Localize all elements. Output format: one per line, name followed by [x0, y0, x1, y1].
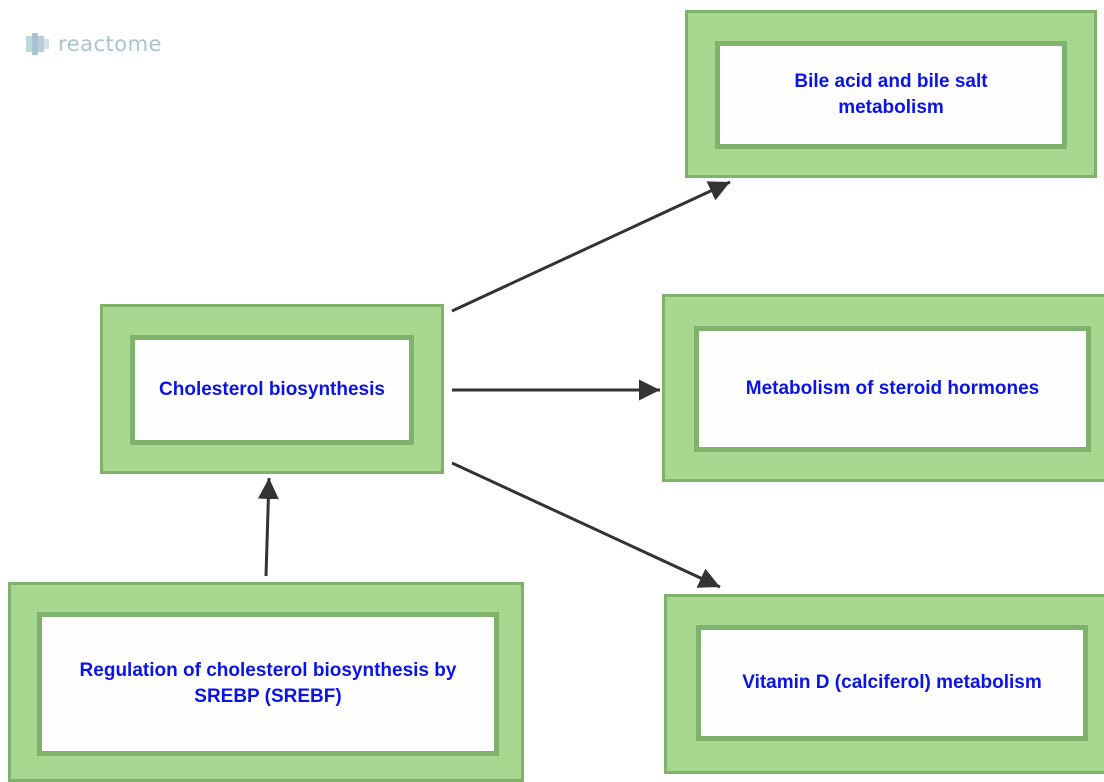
reactome-logo: reactome	[24, 30, 162, 58]
edge-cholesterol-to-vitd	[451, 461, 721, 589]
node-label: Vitamin D (calciferol) metabolism	[742, 672, 1042, 693]
node-label: Regulation of cholesterol biosynthesis b…	[79, 660, 457, 707]
node-vitamin-d-metabolism[interactable]: Vitamin D (calciferol) metabolism	[664, 594, 1104, 774]
brand-name: reactome	[58, 32, 162, 56]
node-cholesterol-biosynthesis[interactable]: Cholesterol biosynthesis	[100, 304, 444, 474]
reactome-logo-icon	[26, 33, 49, 55]
node-steroid-hormones-box: Metabolism of steroid hormones	[694, 326, 1091, 452]
node-label: Metabolism of steroid hormones	[745, 378, 1040, 399]
node-label: Cholesterol biosynthesis	[159, 379, 385, 400]
edge-srebp-to-cholesterol	[257, 477, 279, 577]
node-srebp-regulation[interactable]: Regulation of cholesterol biosynthesis b…	[8, 582, 524, 782]
node-vitamin-d-metabolism-box: Vitamin D (calciferol) metabolism	[696, 625, 1088, 741]
edge-cholesterol-to-bile	[451, 180, 731, 313]
node-label: Bile acid and bile salt metabolism	[794, 71, 988, 118]
node-srebp-regulation-box: Regulation of cholesterol biosynthesis b…	[37, 612, 499, 756]
node-bile-acid-metabolism-box: Bile acid and bile salt metabolism	[715, 41, 1067, 149]
node-steroid-hormones[interactable]: Metabolism of steroid hormones	[662, 294, 1104, 482]
node-cholesterol-biosynthesis-box: Cholesterol biosynthesis	[130, 335, 414, 445]
node-bile-acid-metabolism[interactable]: Bile acid and bile salt metabolism	[685, 10, 1097, 178]
